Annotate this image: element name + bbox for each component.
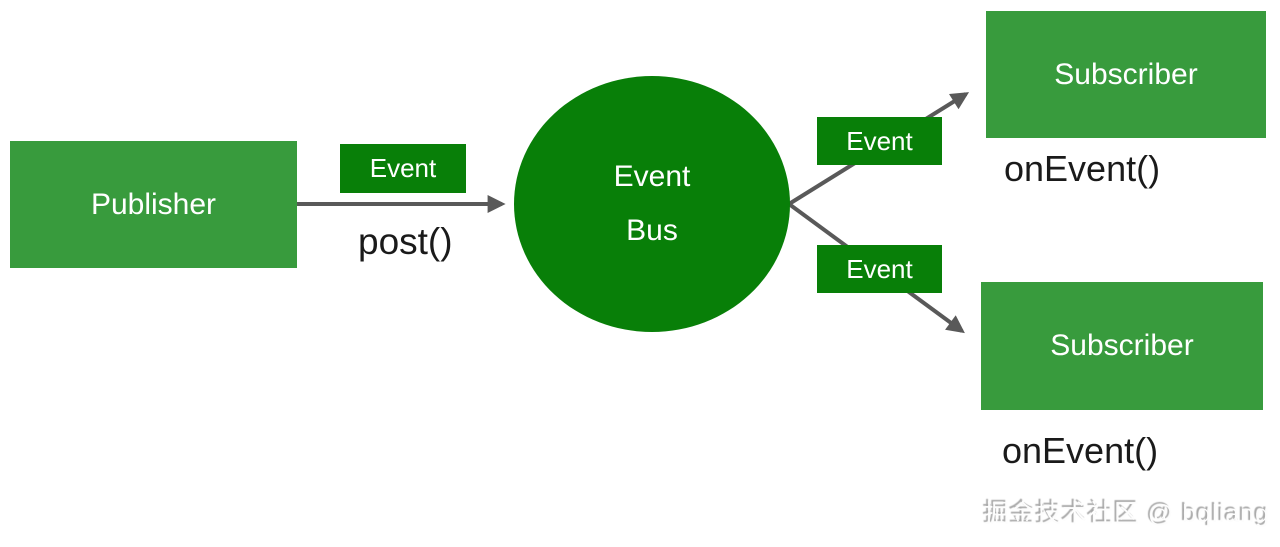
event-label-1: Event [340, 144, 466, 193]
event-label-1-text: Event [369, 153, 437, 183]
subscriber-2-label: Subscriber [1050, 329, 1194, 362]
event-label-3: Event [817, 245, 942, 293]
event-label-2: Event [817, 117, 942, 165]
event-label-3-text: Event [846, 253, 913, 284]
event-bus-line1: Event [613, 160, 691, 193]
subscriber-1-method-label: onEvent() [1004, 148, 1161, 189]
subscriber-1-label: Subscriber [1054, 57, 1198, 91]
event-label-2-text: Event [846, 125, 913, 156]
subscriber-2-box: Subscriber [981, 282, 1263, 410]
event-bus-line2: Bus [626, 214, 678, 247]
publisher-box: Publisher [10, 141, 297, 268]
publisher-label: Publisher [90, 187, 217, 221]
post-method-label: post() [358, 221, 453, 262]
watermark: 掘金技术社区 @ bqliang [984, 500, 1270, 528]
subscriber-1-box: Subscriber [986, 11, 1266, 138]
event-bus-circle: Event Bus [514, 76, 790, 332]
subscriber-2-method-label: onEvent() [1002, 430, 1159, 471]
